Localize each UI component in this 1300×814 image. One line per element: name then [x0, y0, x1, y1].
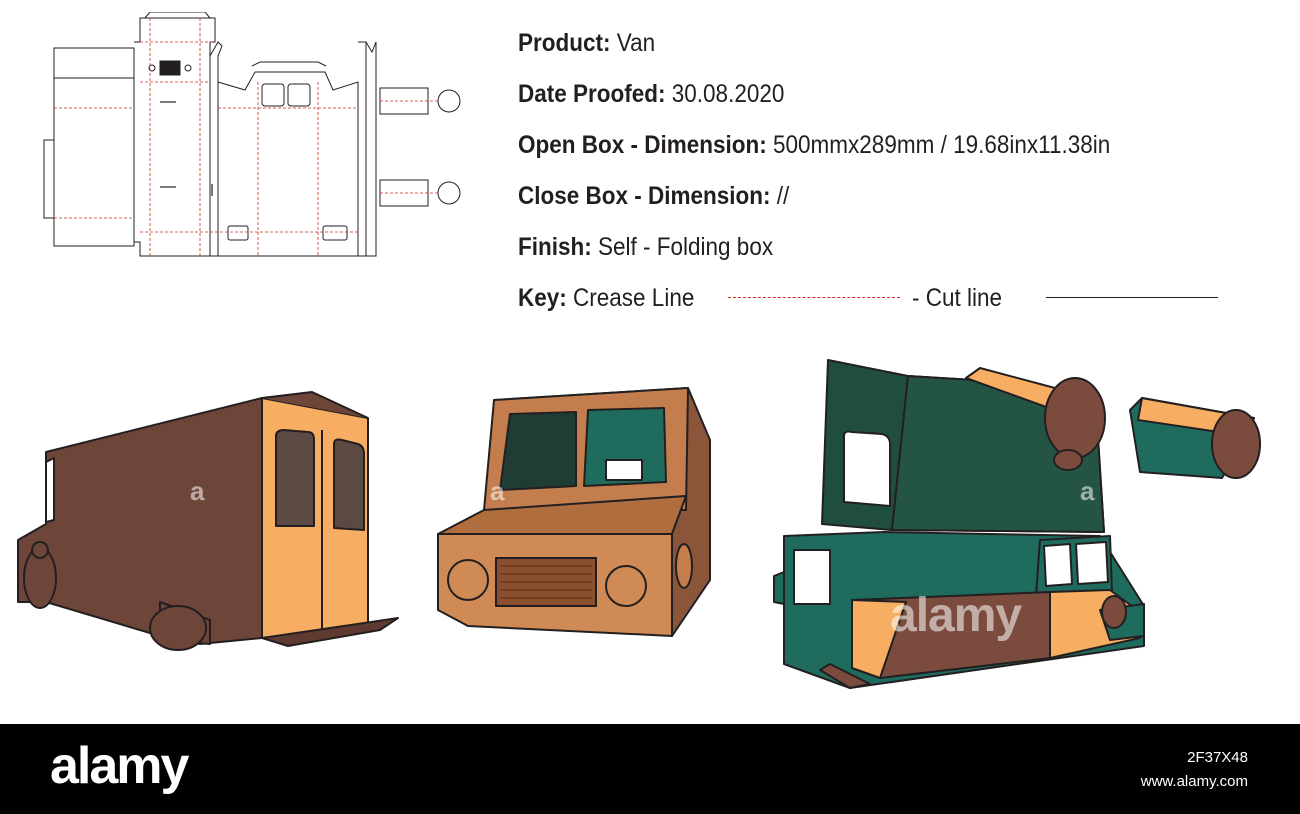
key-label: Key:: [518, 284, 567, 312]
watermark-mark-1: a: [190, 476, 205, 506]
crease-line-sample: [728, 297, 900, 298]
spec-date-proofed: Date Proofed: 30.08.2020: [518, 79, 784, 109]
truck-front-model: [437, 387, 711, 637]
watermark-mark-2: a: [490, 476, 505, 506]
spec-close-box: Close Box - Dimension: //: [518, 181, 789, 211]
key-cut-text: - Cut line: [912, 284, 1003, 312]
dieline-left-panel: [53, 77, 135, 247]
spec-close-box-value: //: [770, 182, 790, 210]
dieline-diagram: [43, 12, 461, 257]
cut-line-sample: [1046, 297, 1218, 298]
watermark-mark-3: a: [1080, 476, 1095, 506]
footer-bar: alamy 2F37X48 www.alamy.com: [0, 724, 1300, 814]
spec-date-label: Date Proofed:: [518, 80, 666, 108]
van-rear-model: [17, 391, 399, 651]
footer-info: 2F37X48 www.alamy.com: [1141, 746, 1248, 794]
spec-key: Key: Crease Line: [518, 283, 694, 313]
spec-open-box: Open Box - Dimension: 500mmx289mm / 19.6…: [518, 130, 1110, 160]
spec-date-value: 30.08.2020: [665, 80, 785, 108]
spec-product: Product: Van: [518, 28, 655, 58]
footer-url: www.alamy.com: [1140, 773, 1248, 790]
key-crease-text: Crease Line: [566, 284, 695, 312]
spec-finish: Finish: Self - Folding box: [518, 232, 773, 262]
spec-close-box-label: Close Box - Dimension:: [518, 182, 771, 210]
footer-logo: alamy: [50, 737, 189, 795]
footer-image-id: 2F37X48: [1187, 749, 1248, 766]
spec-product-label: Product:: [518, 29, 611, 57]
watermark-logo: alamy: [890, 589, 1022, 642]
spec-open-box-label: Open Box - Dimension:: [518, 131, 767, 159]
van-models: [17, 359, 1261, 689]
spec-finish-label: Finish:: [518, 233, 592, 261]
spec-finish-value: Self - Folding box: [591, 233, 774, 261]
spec-product-value: Van: [610, 29, 656, 57]
spec-open-box-value: 500mmx289mm / 19.68inx11.38in: [766, 131, 1111, 159]
box-open-model: [773, 359, 1261, 689]
